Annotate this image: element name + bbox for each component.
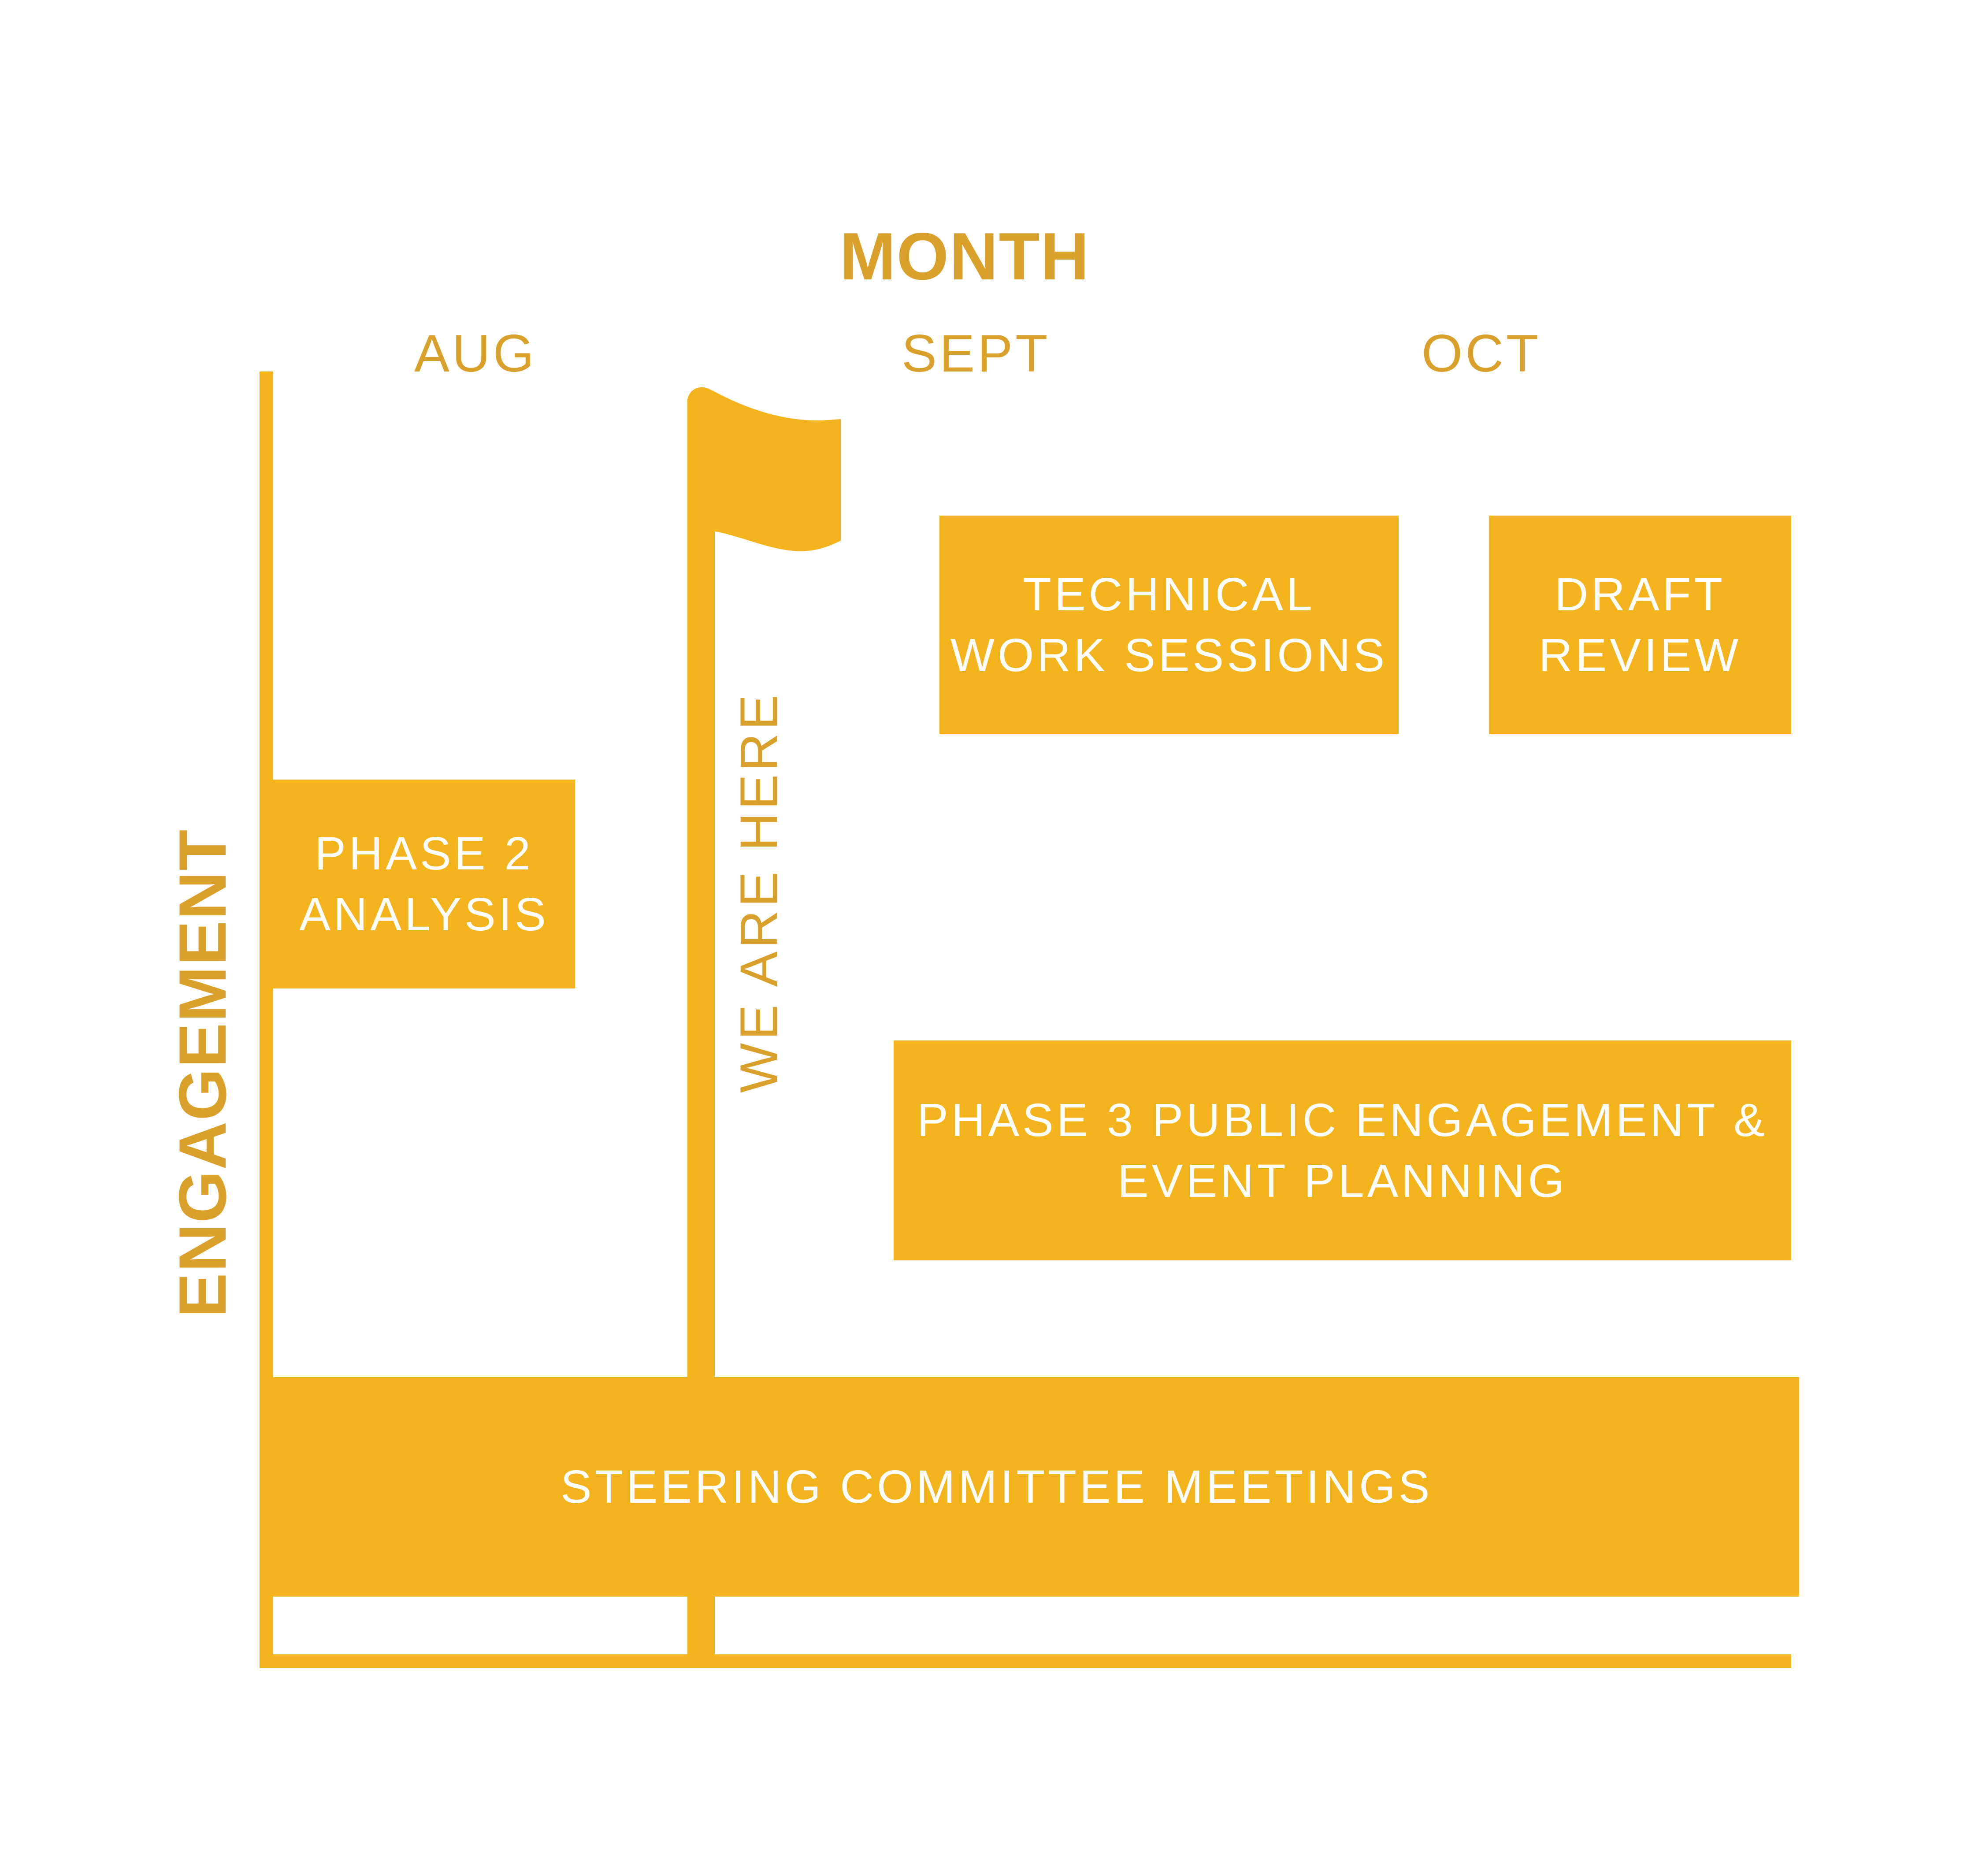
we-are-here-label: WE ARE HERE	[729, 691, 788, 1093]
x-axis-title: MONTH	[840, 219, 1090, 294]
activity-label-line1: PHASE 2	[315, 828, 534, 880]
month-label-aug: AUG	[414, 324, 537, 383]
activity-phase3-public-engagement: PHASE 3 PUBLIC ENGAGEMENT & EVENT PLANNI…	[894, 1040, 1791, 1260]
month-label-oct: OCT	[1422, 324, 1541, 383]
activity-technical-work-sessions: TECHNICAL WORK SESSIONS	[939, 516, 1399, 734]
activity-label-line1: TECHNICAL	[1023, 568, 1315, 620]
activity-label-line1: STEERING COMMITTEE MEETINGS	[561, 1461, 1433, 1513]
x-axis-line	[260, 1654, 1791, 1668]
activity-label-line2: REVIEW	[1538, 629, 1742, 681]
activity-label-line2: ANALYSIS	[299, 888, 549, 940]
activity-steering-committee: STEERING COMMITTEE MEETINGS	[260, 1377, 1799, 1597]
month-label-sept: SEPT	[902, 324, 1051, 383]
activity-label-line2: EVENT PLANNING	[1117, 1155, 1567, 1207]
activity-phase2-analysis: PHASE 2 ANALYSIS	[273, 780, 575, 988]
activity-label-line1: DRAFT	[1554, 568, 1726, 620]
activity-draft-review: DRAFT REVIEW	[1489, 516, 1791, 734]
activity-label-line1: PHASE 3 PUBLIC ENGAGEMENT &	[917, 1094, 1768, 1146]
flag-icon	[687, 387, 841, 551]
activity-label-line2: WORK SESSIONS	[950, 629, 1388, 681]
